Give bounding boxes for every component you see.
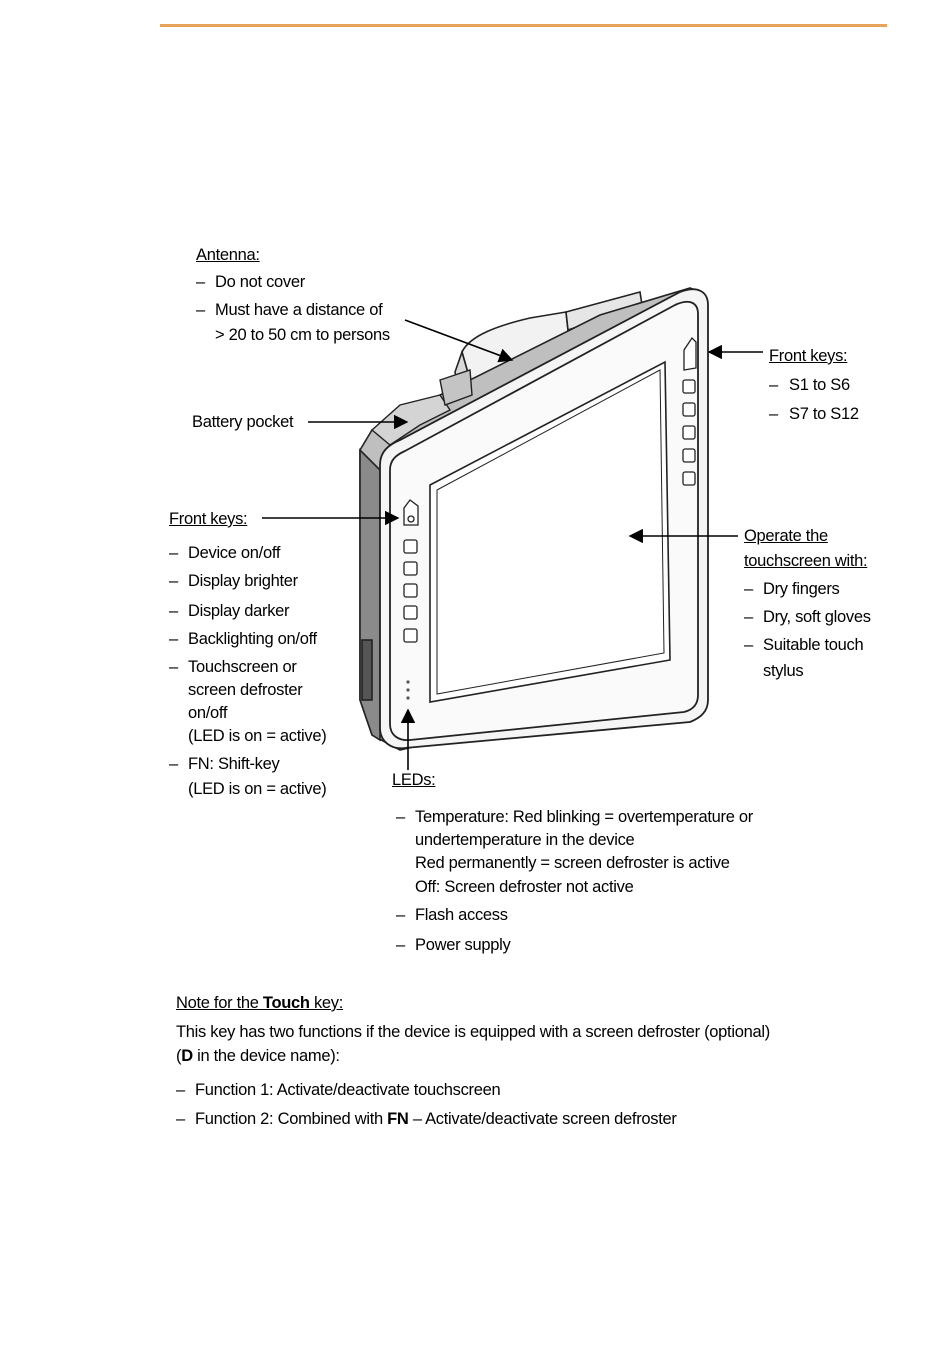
leds-item-6: Power supply xyxy=(415,936,511,954)
leds-heading: LEDs: xyxy=(392,771,436,789)
touchscreen-item-3: Suitable touch xyxy=(763,636,864,654)
front-keys-left-item-9: FN: Shift-key xyxy=(188,755,280,773)
front-keys-right-item-1: S1 to S6 xyxy=(789,376,850,394)
dash: – xyxy=(769,405,779,423)
dash: – xyxy=(169,630,179,648)
antenna-heading: Antenna: xyxy=(196,246,260,264)
touchscreen-heading-2: touchscreen with: xyxy=(744,552,868,570)
front-keys-left-heading: Front keys: xyxy=(169,510,248,528)
dash: – xyxy=(176,1081,186,1099)
front-keys-left-item-1: Device on/off xyxy=(188,544,281,562)
leds-item-4: Off: Screen defroster not active xyxy=(415,878,634,896)
battery-pocket-label: Battery pocket xyxy=(192,413,294,431)
dash: – xyxy=(196,301,206,319)
dash: – xyxy=(396,936,406,954)
dash: – xyxy=(744,580,754,598)
dash: – xyxy=(169,602,179,620)
note-line-2: (D in the device name): xyxy=(176,1047,340,1065)
dash: – xyxy=(396,808,406,826)
dash: – xyxy=(176,1110,186,1128)
left-front-keys xyxy=(403,499,419,643)
note-function-2: Function 2: Combined with FN – Activate/… xyxy=(195,1110,677,1128)
front-keys-left-item-7: on/off xyxy=(188,704,228,722)
dash: – xyxy=(169,658,179,676)
dash: – xyxy=(169,572,179,590)
note-heading: Note for the Touch key: xyxy=(176,994,344,1012)
note-function-1: Function 1: Activate/deactivate touchscr… xyxy=(195,1081,501,1099)
dash: – xyxy=(769,376,779,394)
touchscreen-item-1: Dry fingers xyxy=(763,580,840,598)
led-indicators xyxy=(406,680,410,700)
header-rule xyxy=(160,24,887,27)
front-keys-left-item-6: screen defroster xyxy=(188,681,303,699)
leds-item-1: Temperature: Red blinking = overtemperat… xyxy=(415,808,753,826)
front-keys-right-heading: Front keys: xyxy=(769,347,848,365)
dash: – xyxy=(196,273,206,291)
touchscreen-panel xyxy=(429,360,671,703)
front-keys-left-item-4: Backlighting on/off xyxy=(188,630,317,648)
front-keys-left-item-3: Display darker xyxy=(188,602,290,620)
front-keys-left-item-2: Display brighter xyxy=(188,572,298,590)
dash: – xyxy=(169,755,179,773)
dash: – xyxy=(169,544,179,562)
touchscreen-item-4: stylus xyxy=(763,662,804,680)
leds-item-5: Flash access xyxy=(415,906,508,924)
antenna-item-1: Do not cover xyxy=(215,273,305,291)
antenna-arrow xyxy=(404,319,514,363)
right-front-keys xyxy=(682,336,697,486)
touchscreen-item-2: Dry, soft gloves xyxy=(763,608,871,626)
front-keys-right-item-2: S7 to S12 xyxy=(789,405,859,423)
antenna-item-2: Must have a distance of xyxy=(215,301,383,319)
leds-item-2: undertemperature in the device xyxy=(415,831,635,849)
touchscreen-heading-1: Operate the xyxy=(744,527,828,545)
note-line-1: This key has two functions if the device… xyxy=(176,1023,770,1041)
front-keys-left-item-5: Touchscreen or xyxy=(188,658,297,676)
dash: – xyxy=(396,906,406,924)
battery-pocket xyxy=(370,369,473,446)
front-keys-left-item-10: (LED is on = active) xyxy=(188,780,327,798)
dash: – xyxy=(744,608,754,626)
leds-item-3: Red permanently = screen defroster is ac… xyxy=(415,854,730,872)
dash: – xyxy=(744,636,754,654)
front-keys-left-item-8: (LED is on = active) xyxy=(188,727,327,745)
antenna-item-3: > 20 to 50 cm to persons xyxy=(215,326,390,344)
